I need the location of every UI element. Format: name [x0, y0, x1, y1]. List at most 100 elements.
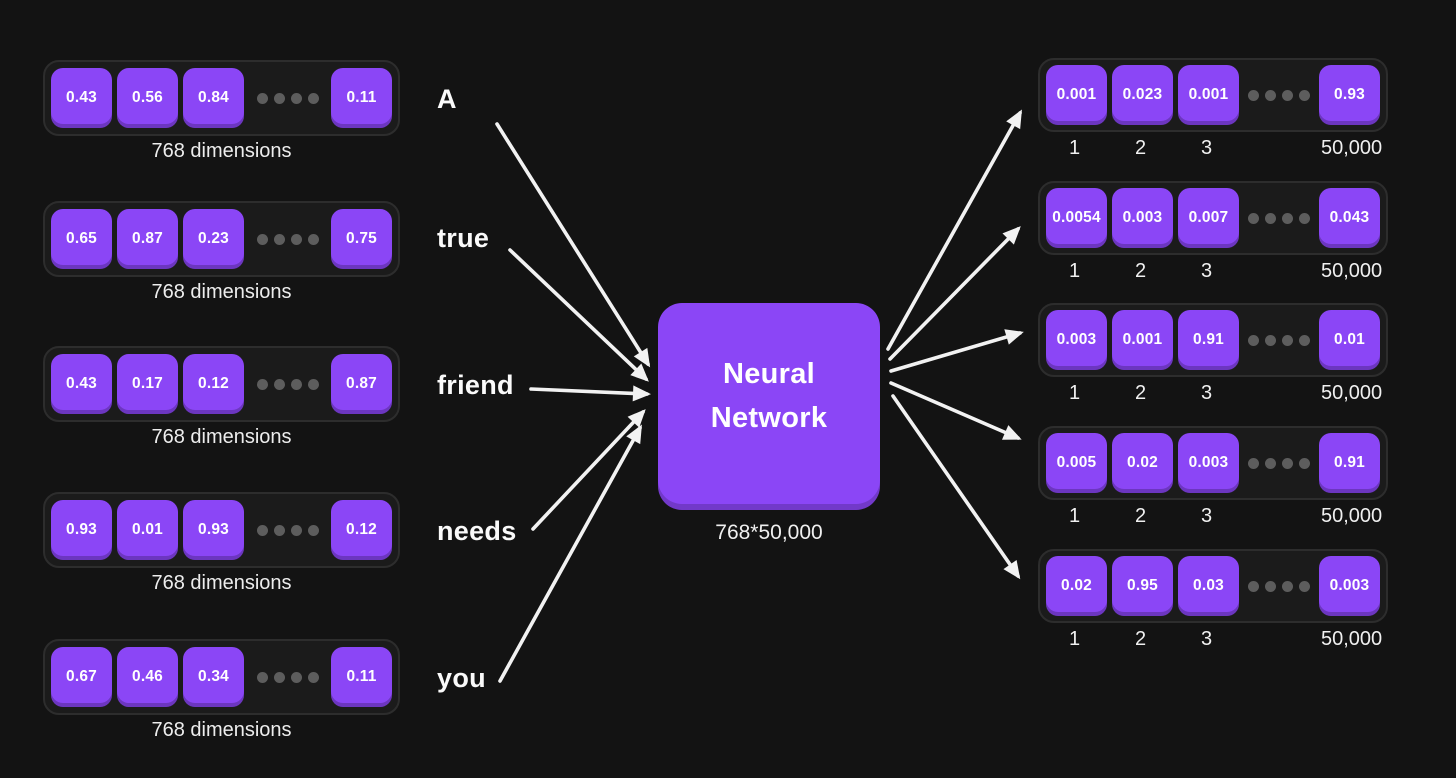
probability-cell: 0.02	[1046, 556, 1107, 616]
index-labels: 1 2 3 50,000	[1038, 137, 1388, 160]
vector-cell: 0.67	[51, 647, 112, 707]
probability-cell: 0.001	[1178, 65, 1239, 125]
vector-cell: 0.65	[51, 209, 112, 269]
dimensions-label: 768 dimensions	[151, 719, 292, 741]
vector-cell: 0.12	[183, 354, 244, 414]
output-arrow-5	[891, 394, 1021, 580]
index-labels: 1 2 3 50,000	[1038, 260, 1388, 283]
dimensions-label: 768 dimensions	[151, 572, 292, 594]
vector-box: 0.43 0.17 0.12 0.87	[43, 346, 400, 422]
vector-cell: 0.34	[183, 647, 244, 707]
vector-cell: 0.93	[183, 500, 244, 560]
vector-cell: 0.23	[183, 209, 244, 269]
neural-network-title-line2: Network	[710, 401, 828, 434]
probability-cell: 0.0054	[1046, 188, 1107, 248]
vector-cell: 0.11	[331, 647, 392, 707]
vector-cell: 0.46	[117, 647, 178, 707]
ellipsis-dots-icon	[249, 671, 326, 683]
vector-box: 0.001 0.023 0.001 0.93	[1038, 58, 1388, 132]
output-vector-row: 0.001 0.023 0.001 0.93 1 2 3 50,000	[1038, 58, 1388, 160]
index-label: 3	[1200, 628, 1213, 650]
vector-cell: 0.87	[117, 209, 178, 269]
input-arrow-you	[498, 424, 642, 683]
vector-box: 0.65 0.87 0.23 0.75	[43, 201, 400, 277]
embedding-vector-row: 0.43 0.56 0.84 0.11 768 dimensions	[43, 60, 400, 163]
ellipsis-dots-icon	[249, 233, 326, 245]
output-arrow-3	[889, 329, 1024, 373]
dimensions-label: 768 dimensions	[151, 426, 292, 448]
input-arrow-a	[495, 122, 651, 368]
index-labels: 1 2 3 50,000	[1038, 505, 1388, 528]
input-word-you: you	[437, 663, 486, 693]
index-label: 2	[1134, 628, 1147, 650]
index-label: 1	[1068, 382, 1081, 404]
vector-box: 0.67 0.46 0.34 0.11	[43, 639, 400, 715]
index-label: 2	[1134, 382, 1147, 404]
embedding-vector-row: 0.43 0.17 0.12 0.87 768 dimensions	[43, 346, 400, 449]
probability-cell: 0.91	[1178, 310, 1239, 370]
probability-cell: 0.023	[1112, 65, 1173, 125]
output-arrow-4	[889, 381, 1022, 440]
dimensions-label: 768 dimensions	[151, 140, 292, 162]
output-arrow-1	[886, 109, 1022, 351]
output-vector-row: 0.003 0.001 0.91 0.01 1 2 3 50,000	[1038, 303, 1388, 405]
probability-cell: 0.93	[1319, 65, 1380, 125]
probability-cell: 0.005	[1046, 433, 1107, 493]
vector-cell: 0.11	[331, 68, 392, 128]
ellipsis-dots-icon	[249, 524, 326, 536]
vector-cell: 0.43	[51, 354, 112, 414]
dimensions-label: 768 dimensions	[151, 281, 292, 303]
index-label: 1	[1068, 137, 1081, 159]
network-size-caption: 768*50,000	[715, 521, 823, 544]
ellipsis-dots-icon	[1244, 334, 1314, 346]
vector-cell: 0.12	[331, 500, 392, 560]
index-label: 50,000	[1321, 628, 1383, 650]
probability-cell: 0.95	[1112, 556, 1173, 616]
probability-cell: 0.003	[1046, 310, 1107, 370]
index-label: 50,000	[1321, 260, 1383, 282]
index-label: 2	[1134, 260, 1147, 282]
index-label: 2	[1134, 505, 1147, 527]
vector-cell: 0.56	[117, 68, 178, 128]
ellipsis-dots-icon	[1244, 580, 1314, 592]
vector-box: 0.02 0.95 0.03 0.003	[1038, 549, 1388, 623]
vector-box: 0.003 0.001 0.91 0.01	[1038, 303, 1388, 377]
probability-cell: 0.001	[1046, 65, 1107, 125]
embedding-vector-row: 0.93 0.01 0.93 0.12 768 dimensions	[43, 492, 400, 595]
probability-cell: 0.003	[1178, 433, 1239, 493]
ellipsis-dots-icon	[1244, 212, 1314, 224]
vector-box: 0.005 0.02 0.003 0.91	[1038, 426, 1388, 500]
index-labels: 1 2 3 50,000	[1038, 628, 1388, 651]
probability-cell: 0.043	[1319, 188, 1380, 248]
output-vector-row: 0.0054 0.003 0.007 0.043 1 2 3 50,000	[1038, 181, 1388, 283]
input-arrow-friend	[529, 385, 651, 402]
probability-cell: 0.02	[1112, 433, 1173, 493]
ellipsis-dots-icon	[1244, 457, 1314, 469]
probability-cell: 0.01	[1319, 310, 1380, 370]
vector-cell: 0.17	[117, 354, 178, 414]
index-label: 3	[1200, 505, 1213, 527]
output-vector-row: 0.005 0.02 0.003 0.91 1 2 3 50,000	[1038, 426, 1388, 528]
index-label: 50,000	[1321, 137, 1383, 159]
input-word-friend: friend	[437, 370, 514, 400]
embedding-vector-row: 0.65 0.87 0.23 0.75 768 dimensions	[43, 201, 400, 304]
index-labels: 1 2 3 50,000	[1038, 382, 1388, 405]
input-arrow-true	[508, 248, 649, 382]
ellipsis-dots-icon	[249, 378, 326, 390]
index-label: 3	[1200, 382, 1213, 404]
ellipsis-dots-icon	[1244, 89, 1314, 101]
probability-cell: 0.03	[1178, 556, 1239, 616]
input-word-true: true	[437, 223, 490, 253]
output-vector-row: 0.02 0.95 0.03 0.003 1 2 3 50,000	[1038, 549, 1388, 651]
index-label: 3	[1200, 137, 1213, 159]
input-word-needs: needs	[437, 516, 517, 546]
index-label: 50,000	[1321, 505, 1383, 527]
input-arrow-needs	[531, 409, 646, 531]
index-label: 50,000	[1321, 382, 1383, 404]
vector-cell: 0.93	[51, 500, 112, 560]
neural-network-title-line1: Neural	[722, 357, 816, 390]
output-arrow-2	[888, 226, 1021, 361]
ellipsis-dots-icon	[249, 92, 326, 104]
